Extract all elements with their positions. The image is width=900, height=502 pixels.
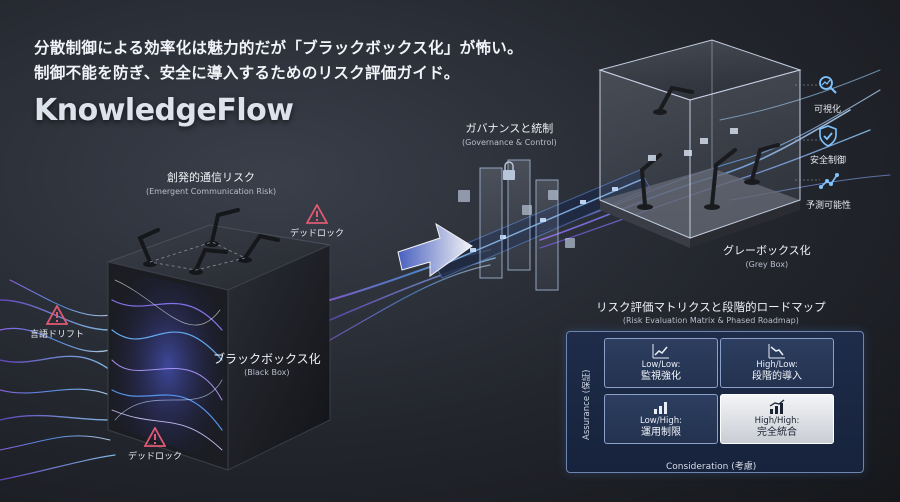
governance-title: ガバナンスと統制 bbox=[465, 122, 554, 135]
matrix-title: リスク評価マトリクスと段階的ロードマップ bbox=[596, 300, 826, 314]
warning-language-drift-label: 言語ドリフト bbox=[30, 330, 85, 340]
flow-arrow bbox=[397, 222, 473, 277]
matrix-x-axis-label: Consideration (考慮) bbox=[666, 462, 757, 472]
matrix-cell-high-high-key: High/High: bbox=[754, 416, 800, 426]
black-box-cube bbox=[106, 208, 332, 471]
warning-deadlock-bottom: デッドロック bbox=[128, 427, 182, 462]
matrix-cell-low-high-value: 運用制限 bbox=[641, 427, 681, 438]
benefit-visualization: 可視化 bbox=[814, 72, 841, 115]
matrix-subtitle: (Risk Evaluation Matrix & Phased Roadmap… bbox=[622, 316, 799, 325]
headline-line2: 制御不能を防ぎ、安全に導入するためのリスク評価ガイド。 bbox=[34, 64, 460, 82]
line-chart-icon bbox=[652, 344, 669, 359]
matrix-cell-low-low-key: Low/Low: bbox=[641, 360, 681, 370]
black-box-label: ブラックボックス化 (Black Box) bbox=[213, 352, 321, 380]
emergent-risk-subtitle: (Emergent Communication Risk) bbox=[146, 187, 277, 196]
warning-icon bbox=[144, 427, 166, 447]
matrix-cell-high-high-value: 完全統合 bbox=[757, 427, 797, 438]
governance-gates bbox=[458, 159, 575, 291]
matrix-cell-low-high: Low/High: 運用制限 bbox=[604, 394, 718, 444]
emergent-risk-title: 創発的通信リスク bbox=[167, 171, 256, 184]
benefit-predictability-label: 予測可能性 bbox=[806, 201, 852, 211]
growth-chart-icon bbox=[769, 399, 785, 414]
matrix-cell-high-high: High/High: 完全統合 bbox=[720, 394, 834, 444]
benefit-predictability: 予測可能性 bbox=[806, 168, 851, 211]
warning-deadlock-top-label: デッドロック bbox=[290, 229, 345, 239]
matrix-cell-low-low: Low/Low: 監視強化 bbox=[604, 338, 718, 388]
governance-label: ガバナンスと統制 (Governance & Control) bbox=[462, 122, 557, 150]
warning-language-drift: 言語ドリフト bbox=[30, 305, 84, 340]
warning-icon bbox=[306, 204, 328, 224]
benefit-safety-control-label: 安全制御 bbox=[810, 156, 847, 166]
matrix-cell-low-low-value: 監視強化 bbox=[641, 371, 681, 382]
warning-deadlock-bottom-label: デッドロック bbox=[128, 452, 183, 462]
warning-deadlock-top: デッドロック bbox=[290, 204, 344, 239]
matrix-title-block: リスク評価マトリクスと段階的ロードマップ (Risk Evaluation Ma… bbox=[596, 300, 826, 328]
warning-icon bbox=[46, 305, 68, 325]
headline: 分散制御による効率化は魅力的だが「ブラックボックス化」が怖い。 制御不能を防ぎ、… bbox=[34, 36, 523, 86]
grey-box-cube bbox=[598, 39, 802, 248]
grey-box-subtitle: (Grey Box) bbox=[745, 260, 789, 269]
governance-subtitle: (Governance & Control) bbox=[462, 138, 557, 147]
grey-box-title: グレーボックス化 bbox=[723, 244, 811, 257]
matrix-cell-low-high-key: Low/High: bbox=[639, 416, 682, 426]
shield-check-icon bbox=[815, 123, 841, 149]
matrix-cell-high-low-key: High/Low: bbox=[756, 360, 798, 370]
benefit-safety-control: 安全制御 bbox=[810, 123, 846, 166]
magnify-chart-icon bbox=[815, 72, 841, 98]
brand-logo: KnowledgeFlow bbox=[34, 93, 294, 128]
data-streams-left bbox=[0, 279, 116, 481]
black-box-title: ブラックボックス化 bbox=[213, 352, 321, 366]
emergent-risk-label: 創発的通信リスク (Emergent Communication Risk) bbox=[146, 171, 276, 199]
matrix-cell-high-low: High/Low: 段階的導入 bbox=[720, 338, 834, 388]
trend-nodes-icon bbox=[816, 168, 842, 194]
matrix-y-axis-label: Assurance (保証) bbox=[582, 369, 592, 440]
black-box-subtitle: (Black Box) bbox=[244, 368, 290, 377]
matrix-cell-high-low-value: 段階的導入 bbox=[752, 371, 802, 382]
headline-line1: 分散制御による効率化は魅力的だが「ブラックボックス化」が怖い。 bbox=[34, 39, 523, 57]
benefit-visualization-label: 可視化 bbox=[814, 105, 842, 115]
decline-chart-icon bbox=[768, 344, 785, 359]
risk-matrix: Low/Low: 監視強化 High/Low: 段階的導入 Low/High: … bbox=[566, 331, 864, 473]
grey-box-label: グレーボックス化 (Grey Box) bbox=[723, 244, 811, 272]
bar-chart-icon bbox=[654, 402, 667, 414]
